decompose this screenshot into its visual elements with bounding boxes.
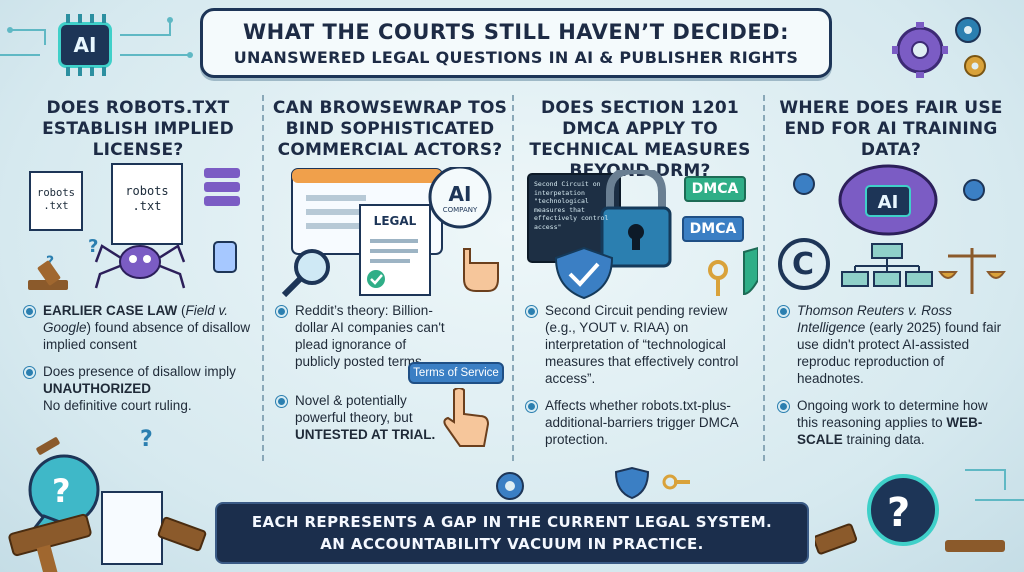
footer-line-1: Each represents a gap in the current leg… [251, 513, 773, 531]
circuit-lines-icon [0, 17, 193, 58]
bullet-dot [526, 401, 537, 412]
dmca-tag: DMCA [684, 176, 746, 202]
column-title: Does robots.txt establish implied licens… [42, 98, 234, 160]
page-title: What the Courts Still Haven’t Decided: [243, 19, 789, 44]
chip-pin [90, 14, 94, 23]
shield-key-icon [614, 466, 690, 500]
svg-text:C: C [792, 247, 814, 282]
svg-text:?: ? [52, 472, 71, 510]
pointing-hand-icon [443, 388, 490, 447]
column-title: Where does fair use end for AI training … [779, 98, 1003, 160]
bullet-dot [526, 306, 537, 317]
column-title: Can browsewrap ToS bind sophisticated co… [272, 98, 508, 160]
bullet-list: Thomson Reuters v. Ross Intelligence (ea… [778, 302, 1008, 458]
chip-pin [66, 14, 70, 23]
dmca-tag: DMCA [682, 216, 744, 242]
svg-text:?: ? [46, 254, 54, 270]
list-item: Thomson Reuters v. Ross Intelligence (ea… [778, 302, 1008, 387]
svg-text:?: ? [887, 490, 910, 536]
list-item: Does presence of disallow imply UNAUTHOR… [24, 363, 256, 414]
column-divider [763, 95, 765, 465]
chip-pin [102, 14, 106, 23]
gavel-question-illustration: ? ? [8, 427, 207, 572]
chip-pin [66, 67, 70, 76]
bullet-dot [24, 367, 35, 378]
ai-chip-label: AI [73, 33, 97, 57]
column-fair-use: Where does fair use end for AI training … [774, 92, 1008, 472]
doc-label: robots .txt [125, 184, 169, 213]
column-dmca: Does Section 1201 DMCA apply to technica… [522, 92, 758, 472]
brain-chip-label: AI [877, 192, 899, 213]
browsewrap-illustration [281, 167, 499, 297]
terms-of-service-button[interactable]: Terms of Service [408, 362, 504, 384]
bullet-list: EARLIER CASE LAW (Field v. Google) found… [24, 302, 256, 424]
bullet-dot [778, 401, 789, 412]
column-browsewrap: Can browsewrap ToS bind sophisticated co… [272, 92, 508, 472]
ai-chip-icon: AI [58, 22, 112, 68]
chip-pin [102, 67, 106, 76]
list-item: EARLIER CASE LAW (Field v. Google) found… [24, 302, 256, 353]
gears-icon [892, 17, 986, 78]
chip-pin [90, 67, 94, 76]
footer-banner: Each represents a gap in the current leg… [215, 502, 809, 564]
bullet-list: Second Circuit pending review (e.g., YOU… [526, 302, 758, 458]
list-item: Ongoing work to determine how this reaso… [778, 397, 1008, 448]
svg-text:?: ? [140, 427, 153, 452]
question-gavel-illustration: ? [815, 469, 1024, 555]
dmca-illustration [527, 170, 758, 300]
robots-txt-illustration: ? ? [28, 163, 240, 290]
column-divider [512, 95, 514, 465]
list-item: Second Circuit pending review (e.g., YOU… [526, 302, 758, 387]
bullet-dot [778, 306, 789, 317]
bullet-list: Reddit’s theory: Billion-dollar AI compa… [276, 302, 448, 453]
chip-pin [78, 14, 82, 23]
footer-line-2: An accountability vacuum in practice. [320, 535, 704, 553]
page-subtitle: Unanswered Legal Questions in AI & Publi… [233, 47, 799, 67]
svg-text:?: ? [88, 236, 98, 257]
column-divider [262, 95, 264, 465]
bullet-dot [276, 396, 287, 407]
gear-icon [496, 472, 524, 500]
list-item: Reddit’s theory: Billion-dollar AI compa… [276, 302, 448, 370]
bullet-dot [276, 306, 287, 317]
fair-use-illustration: C [778, 164, 1006, 294]
bullet-dot [24, 306, 35, 317]
column-robots-txt: Does robots.txt establish implied licens… [20, 92, 256, 472]
code-screen-text: Second Circuit on interpetation "technol… [534, 180, 609, 231]
list-item: Affects whether robots.txt-plus-addition… [526, 397, 758, 448]
ai-company-badge-sub: COMPANY [442, 206, 478, 214]
legal-doc-label: LEGAL [373, 214, 417, 228]
ai-company-badge-label: AI [448, 182, 472, 206]
list-item: Novel & potentially powerful theory, but… [276, 392, 448, 443]
title-banner: What the Courts Still Haven’t Decided: U… [200, 8, 832, 78]
chip-pin [78, 67, 82, 76]
doc-label: robots .txt [37, 187, 75, 212]
